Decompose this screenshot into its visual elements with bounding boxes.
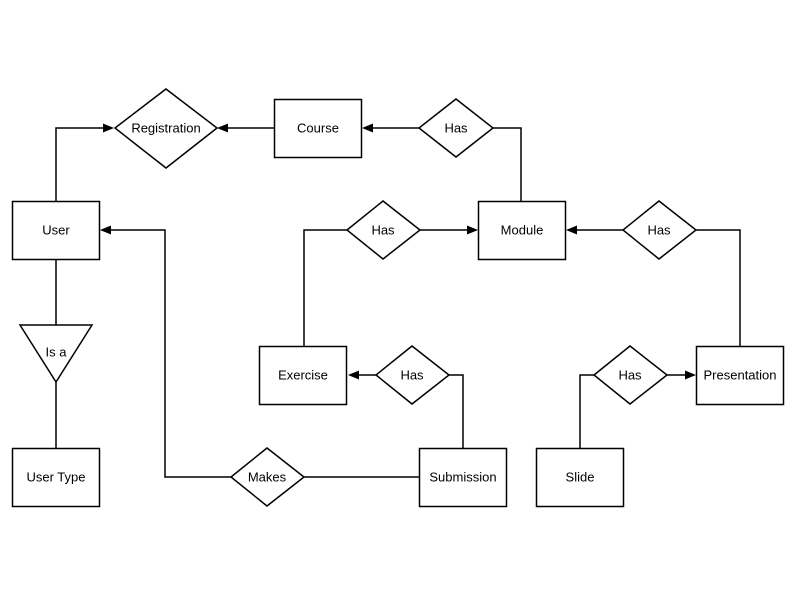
entity-label: Module [501,223,544,238]
relationship-label: Registration [131,121,200,136]
entity-user-type: User Type [11,447,101,508]
entity-course: Course [273,98,363,159]
relationship-label: Has [371,223,395,238]
entity-submission: Submission [418,447,508,508]
arrowhead-exercise [348,370,359,380]
relationship-user-makes-submission: Makes [229,447,306,507]
arrowhead-presentation [685,370,696,380]
edge-exercise-has [303,229,347,346]
relationship-module-has-presentation: Has [621,200,698,260]
edge-makes-user [111,229,231,478]
entity-label: User Type [26,470,85,485]
relationship-presentation-has-slide: Has [592,345,669,405]
entity-label: Slide [566,470,595,485]
relationship-label: Has [444,121,468,136]
entity-presentation: Presentation [695,345,785,406]
arrowhead-user [100,225,111,235]
arrowhead-course [362,123,373,133]
relationship-label: Has [618,368,642,383]
edge-user-registration [55,127,104,201]
relationship-course-has-module: Has [417,98,495,158]
entity-label: User [42,223,70,238]
relationship-module-has-exercise: Has [345,200,422,260]
arrowhead-module-right [566,225,577,235]
entity-slide: Slide [535,447,625,508]
arrowhead-registration-left [103,123,114,133]
arrowhead-registration-right [217,123,228,133]
entity-exercise: Exercise [258,345,348,406]
relationship-label: Has [647,223,671,238]
entity-label: Course [297,121,339,136]
relationship-label: Has [400,368,424,383]
entity-label: Exercise [278,368,328,383]
edge-submission-has [449,374,464,448]
isa-label: Is a [46,345,68,360]
relationship-label: Makes [248,470,287,485]
connectors [55,123,741,478]
edge-presentation-has [696,229,741,346]
entity-label: Presentation [704,368,777,383]
entity-module: Module [477,200,567,261]
relationship-registration: Registration [113,88,219,169]
edge-module-has-course [493,127,522,201]
entity-label: Submission [429,470,496,485]
entity-user: User [11,200,101,261]
isa-user: Is a [18,324,94,384]
edge-slide-has [579,374,594,448]
arrowhead-module-left [467,225,478,235]
relationship-exercise-has-submission: Has [374,345,451,405]
